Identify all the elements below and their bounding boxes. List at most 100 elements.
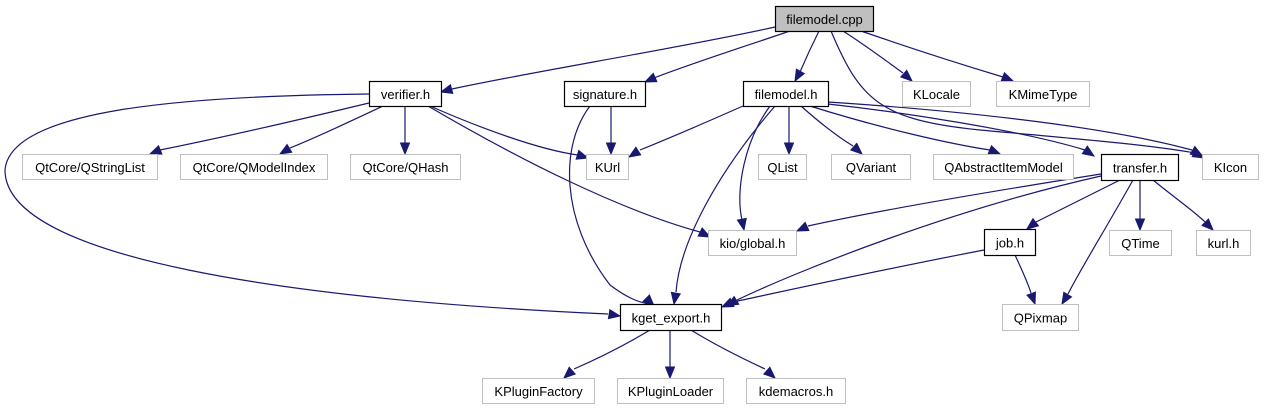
edge-line (690, 329, 766, 370)
node-label: KPluginLoader (628, 384, 714, 399)
edge-arrowhead (575, 149, 590, 160)
node-label: signature.h (573, 87, 637, 102)
node-box (1100, 153, 1180, 182)
edge-transfer_h-to-kurl_h (1152, 179, 1214, 231)
edge-filemodel_h-to-QAbstractItemModel (809, 105, 1002, 155)
edge-job_h-to-QPixmap (1014, 254, 1036, 306)
node-box (563, 80, 647, 108)
node-label: transfer.h (1113, 161, 1167, 176)
edge-line (675, 105, 776, 293)
edge-line (451, 26, 776, 90)
node-box (619, 303, 723, 332)
node-label: verifier.h (381, 87, 430, 102)
node-label: filemodel.cpp (786, 12, 863, 27)
edge-transfer_h-to-job_h (1025, 179, 1121, 230)
edge-arrowhead (697, 227, 712, 238)
edge-filemodel_cpp-to-KMimeType (860, 30, 1015, 82)
node-filemodel-cpp[interactable]: filemodel.cpp (774, 5, 875, 33)
edge-line (830, 30, 1196, 154)
edge-filemodel_h-to-kio_global_h (736, 105, 771, 232)
edge-signature_h-to-kget_export_h (569, 105, 655, 307)
node-job-h[interactable]: job.h (983, 228, 1037, 257)
node-kdemacros-h: kdemacros.h (746, 378, 846, 404)
edge-arrowhead (399, 142, 411, 156)
edge-arrowhead (1026, 291, 1036, 306)
edge-filemodel_cpp-to-signature_h (643, 30, 791, 83)
edge-line (1035, 179, 1121, 223)
node-kget-export-h[interactable]: kget_export.h (619, 303, 723, 332)
edge-filemodel_h-to-transfer_h (827, 103, 1096, 157)
edge-filemodel_cpp-to-filemodel_h (794, 30, 820, 83)
edge-verifier_h-to-kio_global_h (427, 105, 712, 238)
node-box (586, 154, 629, 180)
node-kicon: KIcon (1202, 154, 1259, 180)
edge-line (1067, 179, 1134, 295)
edge-verifier_h-to-QStringList (148, 102, 370, 155)
edge-arrowhead (670, 291, 682, 306)
edge-line (1014, 254, 1032, 294)
node-box (1002, 304, 1079, 331)
edge-kget_export_h-to-kdemacros_h (690, 329, 776, 379)
node-box (1196, 230, 1251, 256)
node-label: KMimeType (1009, 87, 1078, 102)
node-label: QVariant (846, 160, 897, 175)
node-kpluginfactory: KPluginFactory (482, 378, 595, 404)
edge-verifier_h-to-kget_export_h (4, 93, 622, 320)
edge-arrowhead (1081, 145, 1096, 157)
edge-filemodel_h-to-KIcon (827, 101, 1204, 157)
node-kurl: KUrl (586, 154, 629, 180)
node-signature-h[interactable]: signature.h (563, 80, 647, 108)
edge-line (807, 173, 1102, 227)
node-kurl-h: kurl.h (1196, 230, 1251, 256)
edge-line (159, 102, 370, 151)
node-box (350, 154, 461, 180)
edge-arrowhead (1061, 291, 1073, 306)
edge-arrowhead (1189, 145, 1204, 157)
edge-transfer_h-to-kio_global_h (795, 173, 1102, 232)
node-label: job.h (995, 236, 1024, 251)
edge-arrowhead (736, 217, 747, 232)
edge-verifier_h-to-QHash (399, 106, 411, 156)
node-box (933, 154, 1074, 180)
node-label: KUrl (595, 160, 620, 175)
node-box (774, 5, 875, 33)
nodes-layer: filemodel.cpp verifier.h signature.h filemo… (22, 5, 1259, 404)
edge-arrowhead (899, 69, 913, 82)
edge-transfer_h-to-QPixmap (1061, 179, 1134, 306)
edge-line (827, 101, 1193, 151)
edge-arrowhead (795, 221, 810, 232)
node-qabstractitemmodel: QAbstractItemModel (933, 154, 1074, 180)
edge-line (4, 93, 609, 315)
node-filemodel-h[interactable]: filemodel.h (742, 80, 830, 108)
node-label: QtCore/QHash (363, 160, 449, 175)
edge-line (799, 30, 820, 73)
node-verifier-h[interactable]: verifier.h (368, 80, 443, 108)
edge-filemodel_h-to-QList (783, 106, 795, 156)
edge-transfer_h-to-QTime (1134, 180, 1146, 232)
node-label: QPixmap (1014, 311, 1067, 326)
edge-line (289, 105, 384, 149)
edge-arrowhead (642, 294, 655, 307)
node-box (482, 378, 595, 404)
edge-arrowhead (720, 297, 735, 308)
edge-line (809, 105, 991, 151)
edge-filemodel_h-to-QVariant (800, 105, 863, 155)
edge-arrowhead (849, 142, 863, 155)
node-box (617, 378, 724, 404)
edge-kget_export_h-to-KPluginFactory (563, 329, 651, 379)
node-label: KIcon (1214, 160, 1247, 175)
node-box (831, 154, 911, 180)
edge-verifier_h-to-QModelIndex (278, 105, 384, 155)
edge-kget_export_h-to-KPluginLoader (664, 330, 676, 380)
edge-arrowhead (794, 68, 806, 83)
node-qstringlist: QtCore/QStringList (22, 154, 158, 180)
edge-line (1152, 179, 1206, 223)
node-transfer-h[interactable]: transfer.h (1100, 153, 1180, 182)
edge-line (639, 105, 744, 151)
edge-line (573, 329, 651, 370)
node-label: kurl.h (1208, 236, 1240, 251)
edge-arrowhead (1025, 217, 1040, 230)
node-label: filemodel.h (755, 87, 818, 102)
edge-line (653, 30, 791, 79)
node-label: QtCore/QModelIndex (193, 160, 316, 175)
